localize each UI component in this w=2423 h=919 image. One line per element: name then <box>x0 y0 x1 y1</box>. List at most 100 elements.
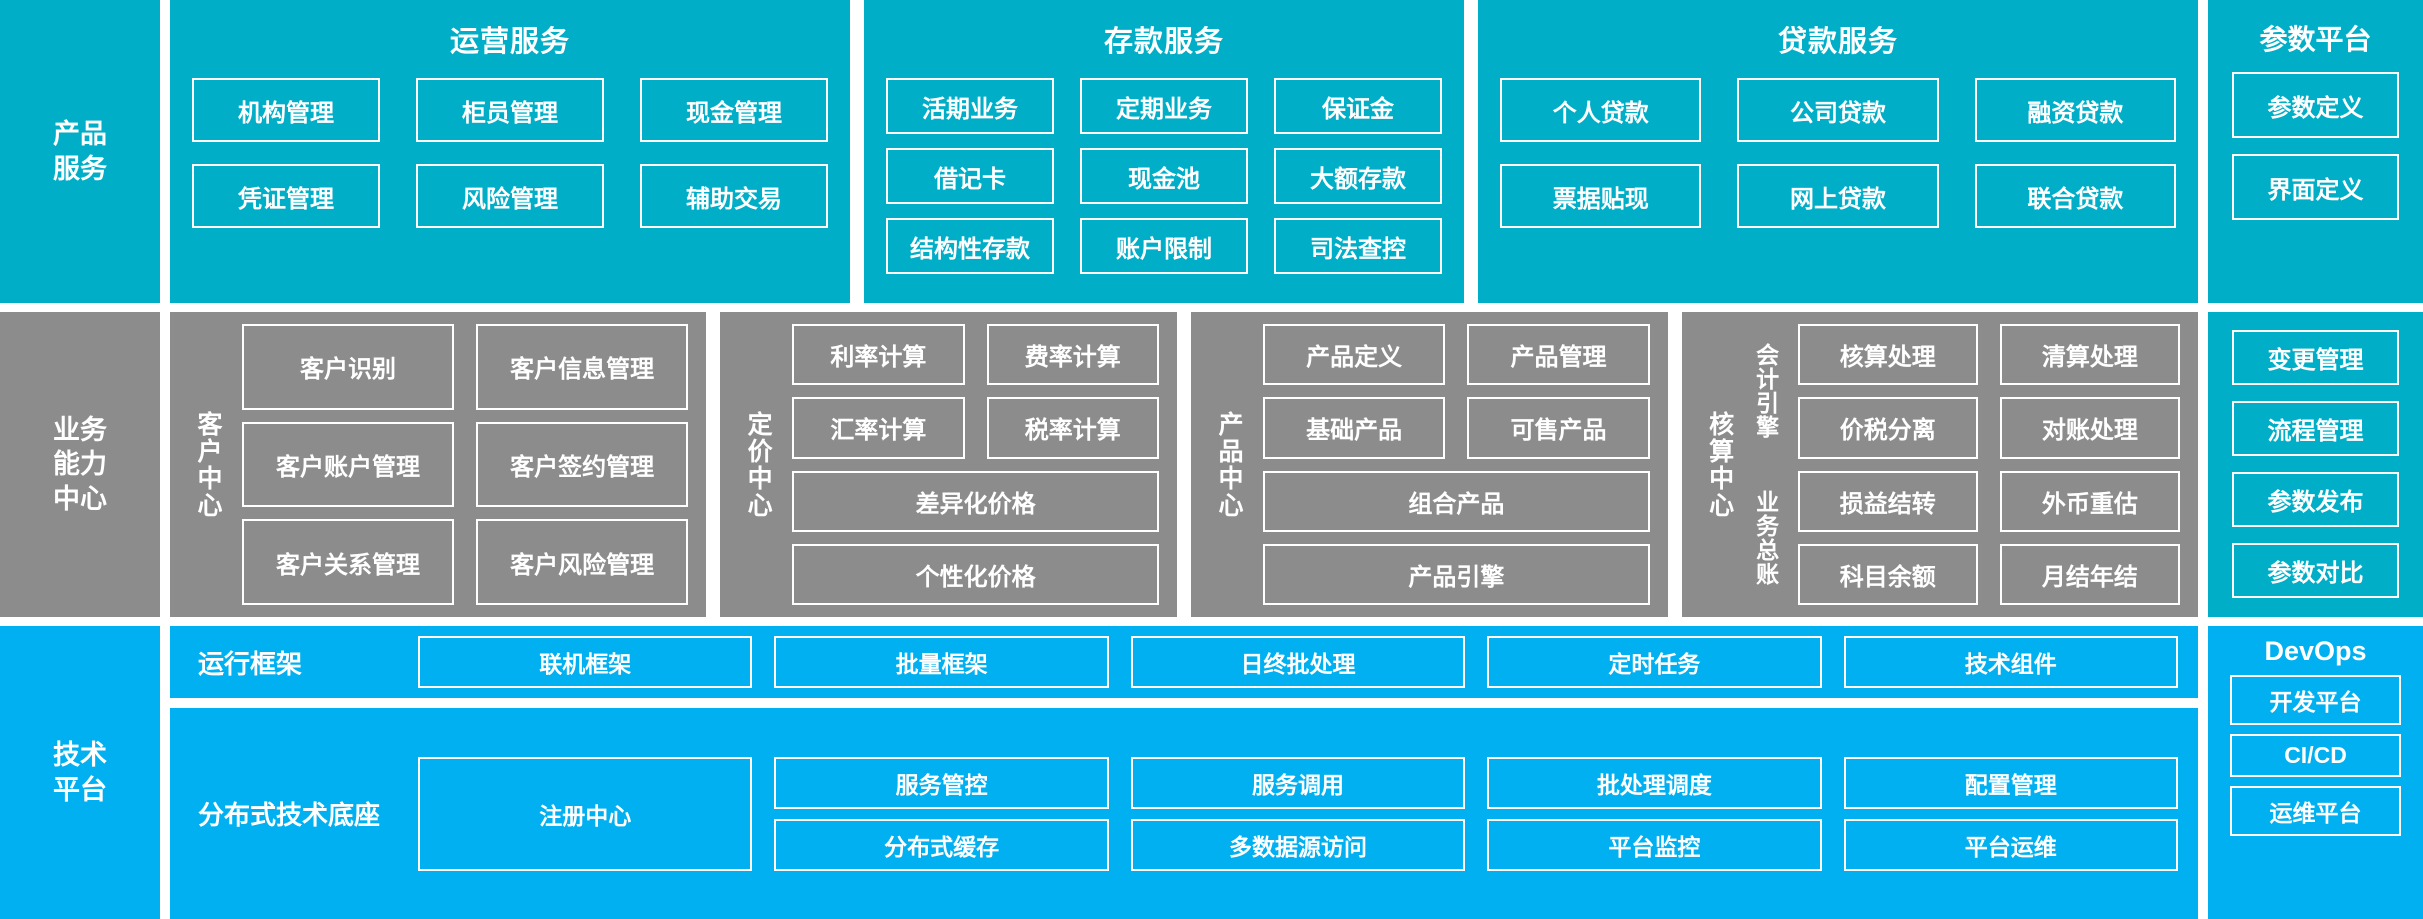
service-cell-risk-management[interactable]: 风险管理 <box>415 164 604 228</box>
accounting-sublabel-general-ledger: 业务总账 <box>1752 489 1779 586</box>
tech-cell-platform-operations[interactable]: 平台运维 <box>1843 818 2178 871</box>
center-label-pricing: 定价中心 <box>744 410 773 519</box>
tech-cell-scheduled-task[interactable]: 定时任务 <box>1487 636 1822 688</box>
service-cell-online-loan[interactable]: 网上贷款 <box>1737 164 1939 228</box>
customer-row-2: 客户账户管理 客户签约管理 <box>242 421 689 508</box>
service-cell-org-management[interactable]: 机构管理 <box>192 78 380 142</box>
customer-center-body: 客户识别 客户信息管理 客户账户管理 客户签约管理 客户关系管理 客户风险管理 <box>232 324 689 606</box>
parameter-item-publish[interactable]: 参数发布 <box>2232 472 2399 527</box>
capability-cell-differentiated-pricing[interactable]: 差异化价格 <box>792 470 1159 532</box>
capability-cell-profit-loss-carryover[interactable]: 损益结转 <box>1797 470 1978 532</box>
deposit-services-grid: 活期业务 定期业务 保证金 借记卡 现金池 大额存款 结构性存款 账户限制 司法… <box>885 78 1443 287</box>
runtime-framework-cells: 联机框架 批量框架 日终批处理 定时任务 技术组件 <box>418 636 2178 688</box>
distributed-base-label: 分布式技术底座 <box>198 800 381 830</box>
service-cell-time-business[interactable]: 定期业务 <box>1080 78 1249 134</box>
capability-cell-exchange-rate-calculation[interactable]: 汇率计算 <box>792 397 965 459</box>
service-cell-large-deposit[interactable]: 大额存款 <box>1274 148 1443 204</box>
row-label-business-capability: 业务 能力 中心 <box>0 312 160 617</box>
capability-cell-account-balance[interactable]: 科目余额 <box>1797 543 1978 605</box>
capability-cell-tax-rate-calculation[interactable]: 税率计算 <box>986 397 1159 459</box>
service-cell-cash-pool[interactable]: 现金池 <box>1080 148 1249 204</box>
tech-cell-batch-framework[interactable]: 批量框架 <box>774 636 1109 688</box>
capability-cell-base-product[interactable]: 基础产品 <box>1263 397 1446 459</box>
service-cell-margin-deposit[interactable]: 保证金 <box>1274 78 1443 134</box>
parameter-item-ui-definition[interactable]: 界面定义 <box>2232 154 2399 220</box>
product-center-body: 产品定义 产品管理 基础产品 可售产品 组合产品 产品引擎 <box>1253 324 1650 605</box>
row-label-text: 产品 服务 <box>53 118 107 184</box>
technology-stack: 运行框架 联机框架 批量框架 日终批处理 定时任务 技术组件 分布式技术底座 注… <box>170 626 2198 919</box>
center-product: 产品中心 产品定义 产品管理 基础产品 可售产品 组合产品 产品引擎 <box>1191 312 1668 617</box>
group-operations-services: 运营服务 机构管理 柜员管理 现金管理 凭证管理 风险管理 辅助交易 <box>170 0 850 303</box>
capability-center-groups: 客户中心 客户识别 客户信息管理 客户账户管理 客户签约管理 客户关系管理 客户… <box>170 312 2198 617</box>
parameter-platform-panel-bottom: 变更管理 流程管理 参数发布 参数对比 <box>2208 312 2423 617</box>
operations-services-grid: 机构管理 柜员管理 现金管理 凭证管理 风险管理 辅助交易 <box>192 78 828 287</box>
capability-cell-foreign-currency-revaluation[interactable]: 外币重估 <box>1999 470 2180 532</box>
capability-cell-accounting-processing[interactable]: 核算处理 <box>1797 324 1978 386</box>
service-cell-corporate-loan[interactable]: 公司贷款 <box>1737 78 1939 142</box>
tech-cell-service-governance[interactable]: 服务管控 <box>774 756 1109 809</box>
pricing-row-2: 汇率计算 税率计算 <box>792 397 1159 459</box>
group-title-operations: 运营服务 <box>449 26 570 58</box>
service-cell-teller-management[interactable]: 柜员管理 <box>415 78 604 142</box>
service-cell-voucher-management[interactable]: 凭证管理 <box>192 164 380 228</box>
parameter-item-compare[interactable]: 参数对比 <box>2232 543 2399 598</box>
service-cell-judicial-control[interactable]: 司法查控 <box>1274 218 1443 274</box>
tech-cell-online-framework[interactable]: 联机框架 <box>418 636 753 688</box>
devops-title: DevOps <box>2264 636 2367 666</box>
tech-cell-distributed-cache[interactable]: 分布式缓存 <box>774 818 1109 871</box>
capability-cell-product-engine[interactable]: 产品引擎 <box>1263 543 1650 605</box>
tech-cell-technical-component[interactable]: 技术组件 <box>1843 636 2178 688</box>
capability-cell-product-management[interactable]: 产品管理 <box>1467 324 1650 386</box>
service-cell-demand-business[interactable]: 活期业务 <box>885 78 1054 134</box>
devops-item-ops-platform[interactable]: 运维平台 <box>2230 786 2401 836</box>
service-cell-structured-deposit[interactable]: 结构性存款 <box>885 218 1054 274</box>
capability-cell-reconciliation-processing[interactable]: 对账处理 <box>1999 397 2180 459</box>
product-row-4: 产品引擎 <box>1263 543 1650 605</box>
tech-cell-multi-datasource-access[interactable]: 多数据源访问 <box>1130 818 1466 871</box>
capability-cell-customer-info-management[interactable]: 客户信息管理 <box>476 324 689 410</box>
customer-row-3: 客户关系管理 客户风险管理 <box>242 519 689 606</box>
tech-cell-service-invocation[interactable]: 服务调用 <box>1130 756 1466 809</box>
capability-cell-settlement-processing[interactable]: 清算处理 <box>1999 324 2180 386</box>
capability-cell-price-tax-separation[interactable]: 价税分离 <box>1797 397 1978 459</box>
capability-cell-interest-rate-calculation[interactable]: 利率计算 <box>792 324 965 386</box>
row-label-product-services: 产品 服务 <box>0 0 160 303</box>
runtime-framework-label: 运行框架 <box>198 648 303 679</box>
service-cell-debit-card[interactable]: 借记卡 <box>885 148 1054 204</box>
service-cell-account-restriction[interactable]: 账户限制 <box>1080 218 1249 274</box>
capability-cell-customer-account-management[interactable]: 客户账户管理 <box>242 421 455 508</box>
product-row-3: 组合产品 <box>1263 470 1650 532</box>
devops-item-cicd[interactable]: CI/CD <box>2230 734 2401 777</box>
capability-cell-fee-rate-calculation[interactable]: 费率计算 <box>986 324 1159 386</box>
tech-cell-registry-center[interactable]: 注册中心 <box>418 756 753 871</box>
runtime-framework-row: 运行框架 联机框架 批量框架 日终批处理 定时任务 技术组件 <box>170 626 2198 698</box>
devops-item-dev-platform[interactable]: 开发平台 <box>2230 675 2401 725</box>
service-cell-auxiliary-transaction[interactable]: 辅助交易 <box>639 164 828 228</box>
service-cell-cash-management[interactable]: 现金管理 <box>639 78 828 142</box>
tech-cell-config-management[interactable]: 配置管理 <box>1843 756 2178 809</box>
service-cell-syndicated-loan[interactable]: 联合贷款 <box>1974 164 2176 228</box>
parameter-platform-panel-top: 参数平台 参数定义 界面定义 <box>2208 0 2423 303</box>
capability-cell-month-year-end-closing[interactable]: 月结年结 <box>1999 543 2180 605</box>
capability-cell-sellable-product[interactable]: 可售产品 <box>1467 397 1650 459</box>
service-cell-personal-loan[interactable]: 个人贷款 <box>1500 78 1702 142</box>
service-cell-bill-discount[interactable]: 票据贴现 <box>1500 164 1702 228</box>
row-label-text: 技术 平台 <box>53 739 107 805</box>
capability-cell-customer-contract-management[interactable]: 客户签约管理 <box>476 421 689 508</box>
center-label-customer: 客户中心 <box>194 410 222 519</box>
service-cell-financing-loan[interactable]: 融资贷款 <box>1974 78 2176 142</box>
capability-cell-customer-identification[interactable]: 客户识别 <box>242 324 455 410</box>
tech-cell-batch-scheduling[interactable]: 批处理调度 <box>1487 756 1822 809</box>
capability-cell-customer-risk-management[interactable]: 客户风险管理 <box>476 519 689 606</box>
devops-panel: DevOps 开发平台 CI/CD 运维平台 <box>2208 626 2423 919</box>
parameter-item-change-management[interactable]: 变更管理 <box>2232 330 2399 385</box>
capability-cell-personalized-pricing[interactable]: 个性化价格 <box>792 543 1159 605</box>
tech-cell-platform-monitoring[interactable]: 平台监控 <box>1487 818 1822 871</box>
parameter-item-process-management[interactable]: 流程管理 <box>2232 401 2399 456</box>
parameter-item-definition[interactable]: 参数定义 <box>2232 72 2399 138</box>
capability-cell-product-definition[interactable]: 产品定义 <box>1263 324 1446 386</box>
capability-cell-customer-relationship-management[interactable]: 客户关系管理 <box>242 519 455 606</box>
capability-cell-composite-product[interactable]: 组合产品 <box>1263 470 1650 532</box>
tech-cell-eod-batch[interactable]: 日终批处理 <box>1130 636 1466 688</box>
accounting-engine-cells: 核算处理 清算处理 价税分离 对账处理 <box>1788 324 2180 459</box>
